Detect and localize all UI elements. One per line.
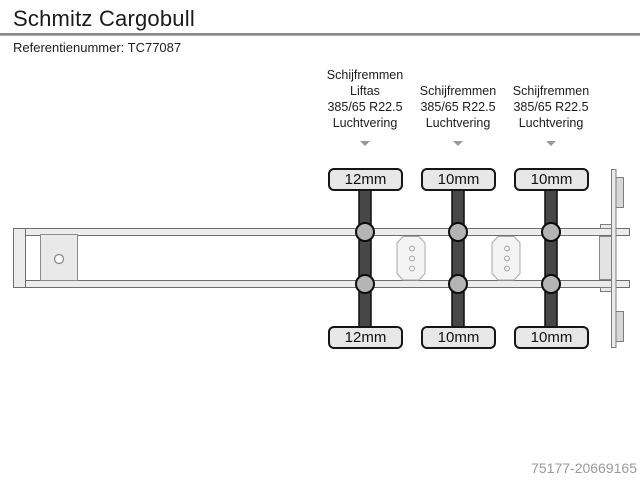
axle-3-specs: Schijfremmen 385/65 R22.5 Luchtvering: [491, 83, 611, 131]
axle-1-suspension-label: Luchtvering: [332, 116, 398, 130]
axle-1-hub-bottom: [355, 274, 375, 294]
axle-2-brakes-label: Schijfremmen: [419, 84, 497, 98]
axle-1-specs: Schijfremmen Liftas 385/65 R22.5 Luchtve…: [305, 67, 425, 131]
tread-depth-badge-top-1: 12mm: [328, 168, 403, 191]
axle-3-tyre-size-label: 385/65 R22.5: [513, 100, 589, 114]
rear-bracket-bottom: [615, 311, 624, 342]
crossmember-1: [396, 236, 426, 281]
rear-bumper: [599, 169, 624, 348]
listing-id: 75177-20669165: [531, 460, 637, 476]
axle-2-specs: Schijfremmen 385/65 R22.5 Luchtvering: [398, 83, 518, 131]
axle-3-suspension-label: Luchtvering: [518, 116, 584, 130]
axle-3-hub-top: [541, 222, 561, 242]
axle-1-lift-label: Liftas: [350, 84, 380, 98]
chassis-rail-bottom: [13, 280, 630, 288]
tread-depth-badge-top-3: 10mm: [514, 168, 589, 191]
axle-3-pointer-arrow-icon: [546, 141, 556, 146]
axle-2-tyre-size-label: 385/65 R22.5: [420, 100, 496, 114]
axle-2-hub-top: [448, 222, 468, 242]
page-title: Schmitz Cargobull: [13, 6, 195, 31]
tread-depth-badge-bottom-1: 12mm: [328, 326, 403, 349]
axle-3-bar: [544, 179, 558, 337]
kingpin: [53, 253, 65, 265]
axle-1-tyre-size-label: 385/65 R22.5: [327, 100, 403, 114]
axle-2-pointer-arrow-icon: [453, 141, 463, 146]
axle-1-bar: [358, 179, 372, 337]
axle-3-hub-bottom: [541, 274, 561, 294]
rear-bracket-top: [615, 177, 624, 208]
tread-depth-badge-bottom-3: 10mm: [514, 326, 589, 349]
axle-2-suspension-label: Luchtvering: [425, 116, 491, 130]
crossmember-2: [491, 236, 521, 281]
rear-crossbar: [611, 169, 617, 348]
axle-1-hub-top: [355, 222, 375, 242]
chassis-rail-top: [13, 228, 630, 236]
reference-number: Referentienummer: TC77087: [13, 40, 182, 55]
tread-depth-badge-bottom-2: 10mm: [421, 326, 496, 349]
header-divider: [0, 33, 640, 36]
tread-depth-badge-top-2: 10mm: [421, 168, 496, 191]
axle-1-brakes-label: Schijfremmen: [326, 68, 404, 82]
axle-3-brakes-label: Schijfremmen: [512, 84, 590, 98]
axle-2-hub-bottom: [448, 274, 468, 294]
axle-2-bar: [451, 179, 465, 337]
axle-1-pointer-arrow-icon: [360, 141, 370, 146]
chassis-front-cap: [13, 228, 26, 288]
